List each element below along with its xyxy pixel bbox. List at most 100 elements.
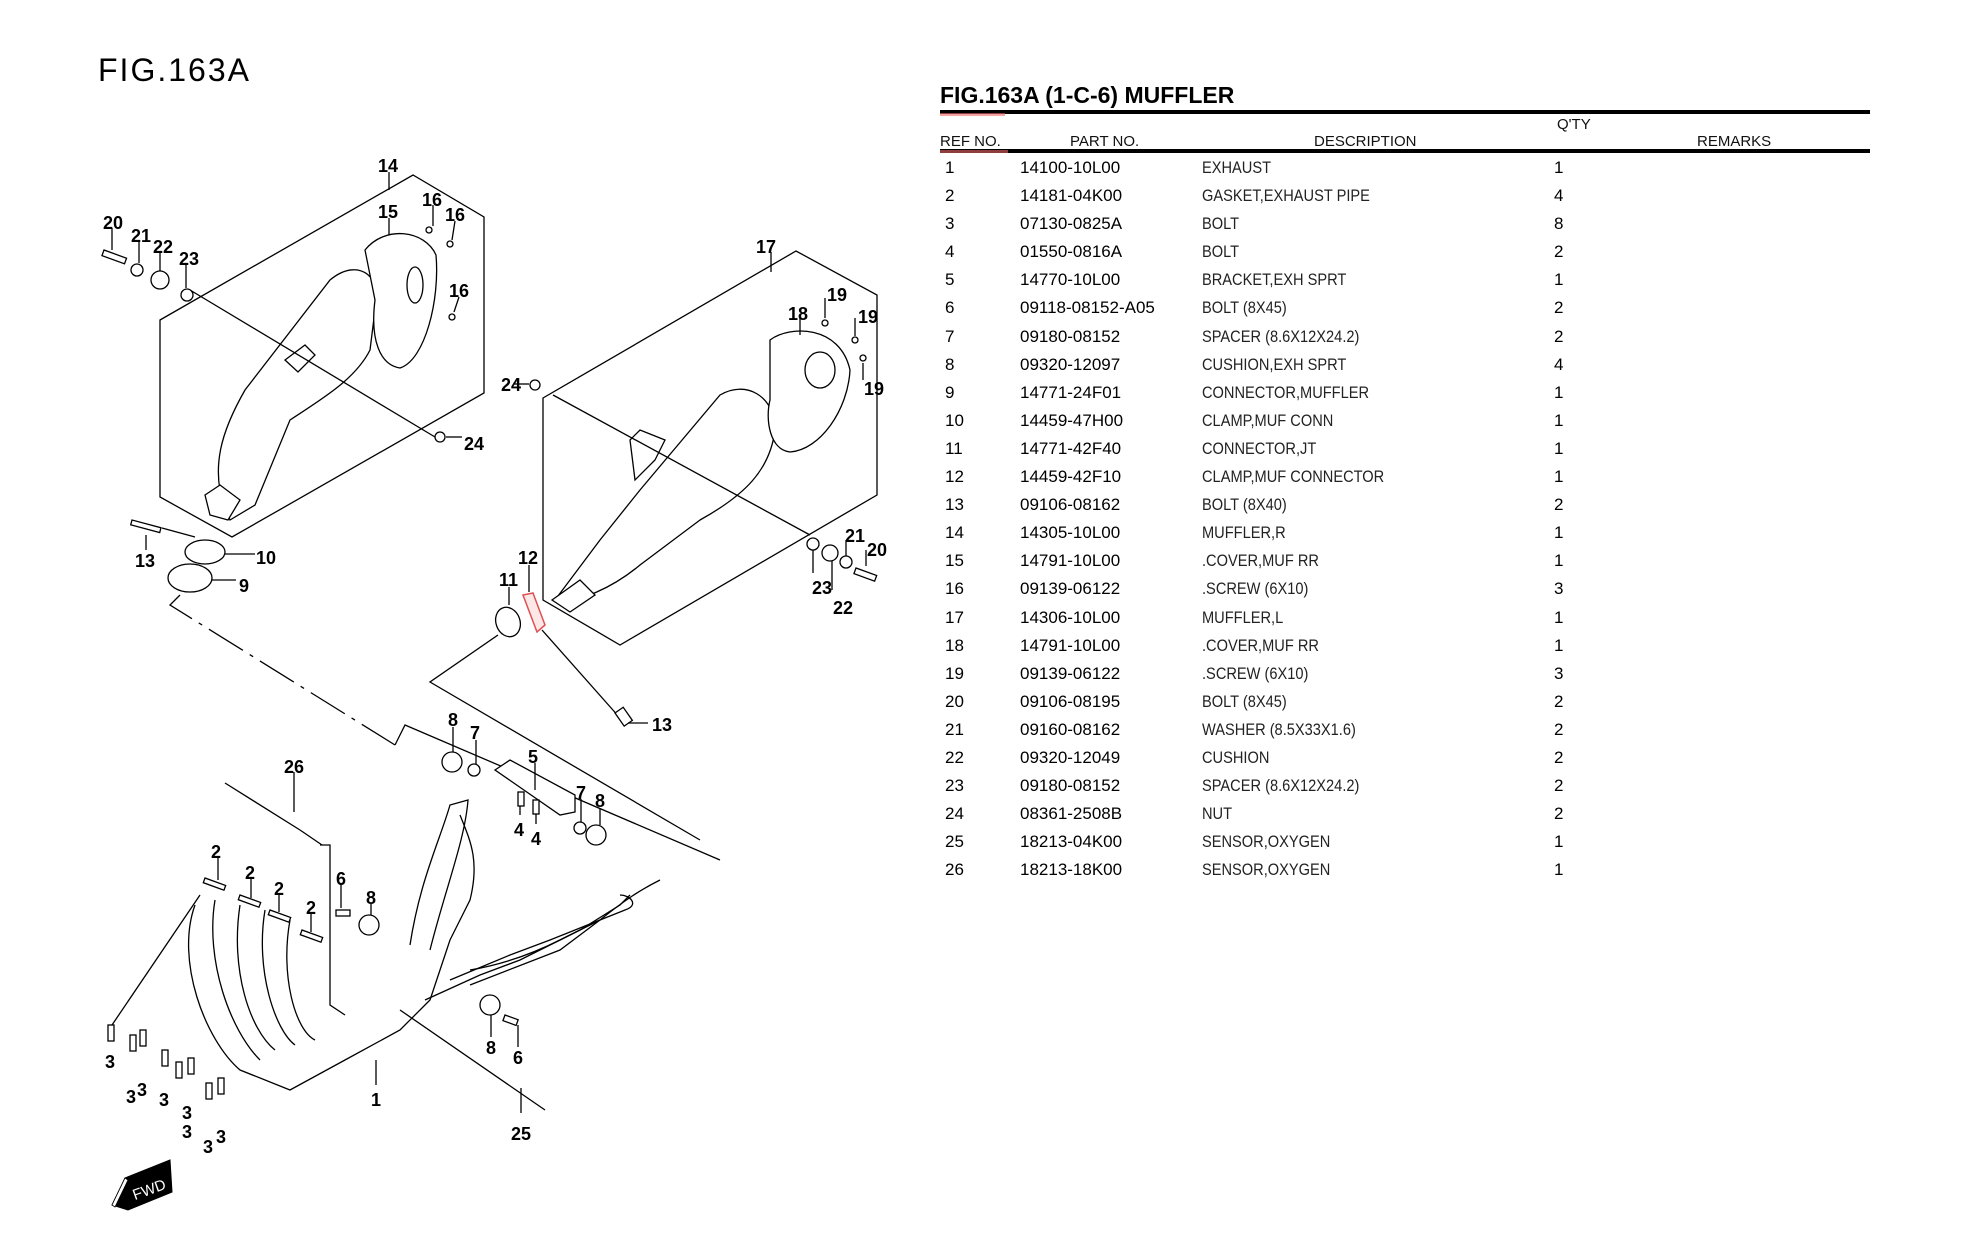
exhaust-tailpipe — [469, 894, 634, 971]
cell-description: EXHAUST — [1202, 158, 1272, 177]
table-row: 24 08361-2508B NUT 2 — [940, 799, 1870, 827]
table-row: 21 09160-08162 WASHER (8.5X33X1.6) 2 — [940, 715, 1870, 743]
bolt-3-c — [139, 1029, 147, 1047]
table-header: REF NO. PART NO. DESCRIPTION Q'TY REMARK… — [940, 114, 1870, 153]
cell-qty: 1 — [1554, 467, 1564, 487]
cell-description: .SCREW (6X10) — [1202, 579, 1309, 599]
cell-description: BOLT (8X45) — [1202, 691, 1287, 711]
cell-part-no: 14791-10L00 — [1020, 551, 1121, 571]
fwd-direction-icon: FWD — [111, 1159, 173, 1211]
bolt-3-d — [161, 1049, 169, 1067]
column-header-description: DESCRIPTION — [1314, 133, 1417, 150]
cell-part-no: 14100-10L00 — [1020, 158, 1121, 177]
cell-description: BOLT — [1202, 214, 1240, 234]
muffler-r-frame — [159, 174, 485, 538]
muffler-r-bracket — [283, 344, 316, 373]
cell-description: SENSOR,OXYGEN — [1202, 860, 1331, 880]
cell-qty: 2 — [1554, 242, 1564, 262]
exhaust-midpipe — [469, 879, 661, 986]
callout-25: 25 — [511, 1124, 531, 1144]
clamp-12-highlighted — [521, 592, 546, 634]
callout-labels: 14 15 16 16 16 20 21 22 23 24 13 10 9 17… — [103, 156, 887, 1157]
cell-qty: 2 — [1554, 691, 1564, 711]
table-row: 13 09106-08162 BOLT (8X40) 2 — [940, 490, 1870, 518]
cushion-22-l — [821, 544, 839, 562]
callout-16: 16 — [422, 190, 442, 210]
table-row: 19 09139-06122 .SCREW (6X10) 3 — [940, 659, 1870, 687]
parts-list-panel: FIG.163A (1-C-6) MUFFLER REF NO. PART NO… — [940, 80, 1870, 883]
cell-description: CONNECTOR,JT — [1202, 438, 1317, 458]
callout-21: 21 — [845, 526, 865, 546]
callout-8: 8 — [595, 791, 605, 811]
cell-ref-no: 15 — [945, 551, 964, 571]
cell-description: BOLT — [1202, 242, 1240, 262]
cell-part-no: 09320-12049 — [1020, 747, 1121, 767]
callout-3: 3 — [159, 1090, 169, 1110]
parts-table-body: 1 14100-10L00 EXHAUST 1 2 14181-04K00 GA… — [940, 153, 1870, 883]
callout-19: 19 — [827, 285, 847, 305]
column-header-part-no: PART NO. — [1070, 133, 1140, 150]
cell-ref-no: 1 — [945, 158, 955, 177]
cell-qty: 3 — [1554, 663, 1564, 683]
table-row: 5 14770-10L00 BRACKET,EXH SPRT 1 — [940, 265, 1870, 293]
cell-part-no: 01550-0816A — [1020, 242, 1123, 262]
cell-part-no: 14771-24F01 — [1020, 382, 1122, 402]
cell-ref-no: 17 — [945, 607, 964, 627]
callout-24: 24 — [464, 434, 484, 454]
cell-part-no: 09106-08195 — [1020, 691, 1121, 711]
cell-qty: 8 — [1554, 214, 1564, 234]
cell-part-no: 09160-08162 — [1020, 719, 1121, 739]
cell-ref-no: 6 — [945, 298, 955, 318]
cell-part-no: 18213-18K00 — [1020, 860, 1123, 880]
screw-16-3 — [448, 313, 456, 321]
connector-group — [129, 519, 701, 841]
cell-part-no: 14305-10L00 — [1020, 523, 1121, 543]
cell-part-no: 14459-42F10 — [1020, 467, 1122, 487]
callout-3: 3 — [216, 1127, 226, 1147]
exhaust-group — [107, 772, 661, 1113]
cell-part-no: 14771-42F40 — [1020, 438, 1122, 458]
table-row: 12 14459-42F10 CLAMP,MUF CONNECTOR 1 — [940, 462, 1870, 490]
cell-description: BRACKET,EXH SPRT — [1202, 270, 1347, 290]
cell-qty: 2 — [1554, 298, 1564, 318]
table-row: 8 09320-12097 CUSHION,EXH SPRT 4 — [940, 350, 1870, 378]
washer-21-r — [130, 263, 144, 277]
cell-qty: 1 — [1554, 410, 1564, 430]
cell-ref-no: 13 — [945, 495, 964, 515]
callout-22: 22 — [833, 598, 853, 618]
muffler-r-cover — [364, 233, 438, 369]
gasket-2-b — [237, 894, 262, 909]
cell-qty: 2 — [1554, 747, 1564, 767]
cell-ref-no: 26 — [945, 860, 964, 880]
cell-qty: 2 — [1554, 776, 1564, 796]
callout-15: 15 — [378, 202, 398, 222]
callout-12: 12 — [518, 548, 538, 568]
callout-3: 3 — [105, 1052, 115, 1072]
exhaust-collector-right — [424, 894, 631, 1001]
cushion-22-r — [150, 270, 170, 290]
cell-qty: 1 — [1554, 832, 1564, 852]
connector-jt-11 — [494, 606, 522, 638]
table-row: 20 09106-08195 BOLT (8X45) 2 — [940, 687, 1870, 715]
bolt-3-b — [129, 1034, 137, 1052]
cell-qty: 1 — [1554, 382, 1564, 402]
callout-8: 8 — [366, 888, 376, 908]
cell-part-no: 14770-10L00 — [1020, 270, 1121, 290]
cell-ref-no: 7 — [945, 326, 955, 346]
callout-8: 8 — [448, 710, 458, 730]
cell-ref-no: 9 — [945, 382, 955, 402]
cell-description: WASHER (8.5X33X1.6) — [1202, 719, 1356, 739]
callout-2: 2 — [274, 879, 284, 899]
figure-label: FIG.163A — [98, 52, 251, 88]
cell-qty: 1 — [1554, 551, 1564, 571]
callout-9: 9 — [239, 576, 249, 596]
screw-19-3 — [859, 354, 867, 362]
cell-qty: 1 — [1554, 860, 1564, 880]
bolt-13-a — [129, 519, 162, 534]
cell-qty: 2 — [1554, 326, 1564, 346]
exploded-parts-diagram: 14 15 16 16 16 20 21 22 23 24 13 10 9 17… — [101, 156, 887, 1211]
cell-qty: 1 — [1554, 523, 1564, 543]
cell-ref-no: 21 — [945, 719, 964, 739]
cushion-8-b — [585, 824, 607, 846]
callout-3: 3 — [182, 1122, 192, 1142]
